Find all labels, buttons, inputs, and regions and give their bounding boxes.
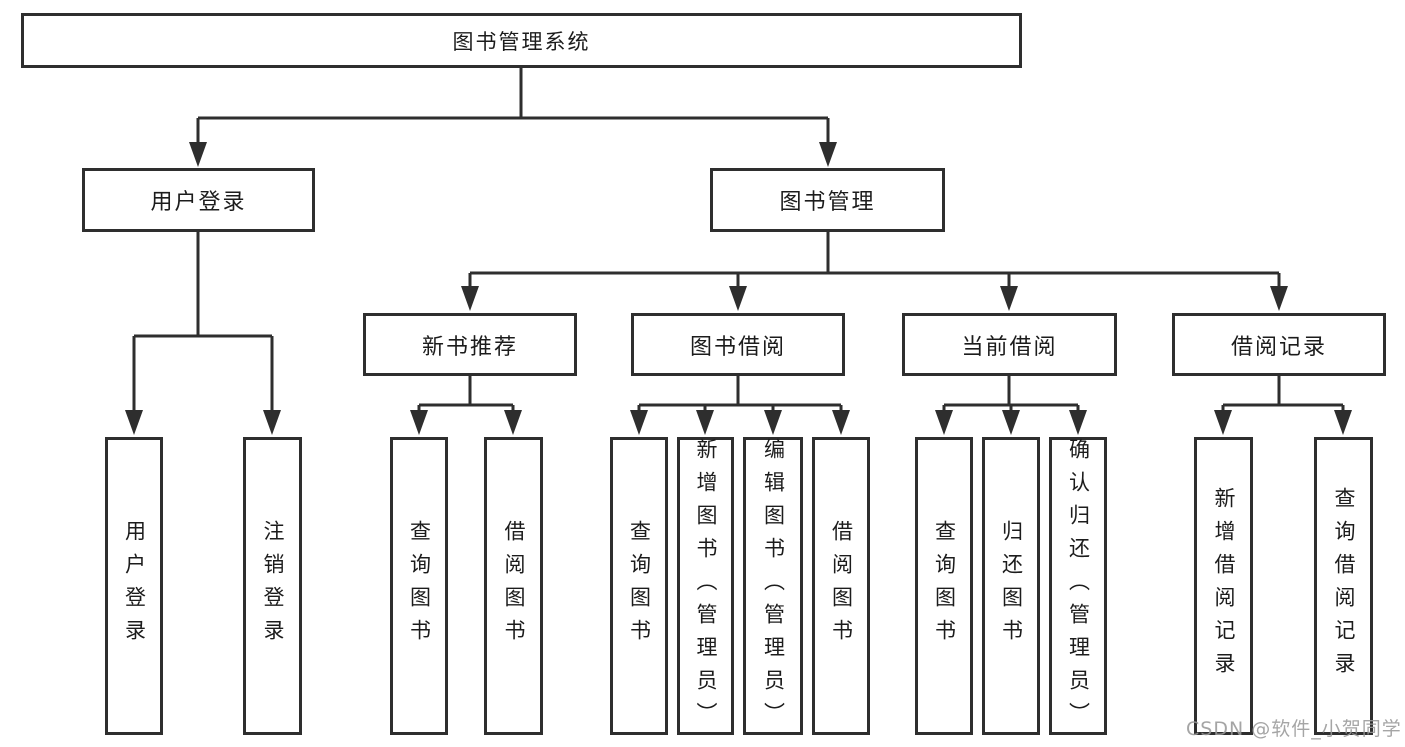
leaf-label: 归还图书 <box>999 520 1024 652</box>
leaf-label: 编辑图书（管理员） <box>761 437 786 735</box>
node-user-login: 用户登录 <box>82 168 315 232</box>
leaf-current-confirm-return-admin: 确认归还（管理员） <box>1049 437 1107 735</box>
node-new-book-recommend: 新书推荐 <box>363 313 577 376</box>
node-borrowing-records: 借阅记录 <box>1172 313 1386 376</box>
node-label: 新书推荐 <box>421 334 518 360</box>
leaf-recommend-borrow-books: 借阅图书 <box>484 437 543 735</box>
leaf-records-add-record: 新增借阅记录 <box>1194 437 1253 735</box>
node-current-borrowing: 当前借阅 <box>902 313 1117 376</box>
leaf-borrowing-add-books-admin: 新增图书（管理员） <box>677 437 734 735</box>
node-label: 当前借阅 <box>961 334 1058 360</box>
leaf-records-query-record: 查询借阅记录 <box>1314 437 1373 735</box>
leaf-label: 查询借阅记录 <box>1332 487 1356 685</box>
node-book-management: 图书管理 <box>710 168 945 232</box>
leaf-user-login: 用户登录 <box>105 437 163 735</box>
leaf-logout: 注销登录 <box>243 437 302 735</box>
leaf-label: 新增借阅记录 <box>1212 487 1236 685</box>
node-library-management-system: 图书管理系统 <box>21 13 1022 68</box>
node-label: 借阅记录 <box>1230 334 1327 360</box>
csdn-watermark: CSDN @软件_小贺同学 <box>1186 718 1402 740</box>
leaf-label: 新增图书（管理员） <box>694 437 718 735</box>
leaf-borrowing-borrow-books: 借阅图书 <box>812 437 870 735</box>
leaf-label: 查询图书 <box>627 520 652 652</box>
leaf-label: 查询图书 <box>407 520 432 652</box>
leaf-label: 注销登录 <box>261 520 285 652</box>
node-label: 图书管理 <box>779 190 876 215</box>
node-label: 图书管理系统 <box>452 29 591 54</box>
leaf-label: 借阅图书 <box>502 520 526 652</box>
node-book-borrowing: 图书借阅 <box>631 313 845 376</box>
leaf-label: 查询图书 <box>932 520 957 652</box>
leaf-label: 借阅图书 <box>829 520 854 652</box>
leaf-current-return-books: 归还图书 <box>982 437 1040 735</box>
leaf-recommend-query-books: 查询图书 <box>390 437 448 735</box>
leaf-borrowing-query-books: 查询图书 <box>610 437 668 735</box>
node-label: 用户登录 <box>150 190 247 215</box>
leaf-current-query-books: 查询图书 <box>915 437 973 735</box>
leaf-borrowing-edit-books-admin: 编辑图书（管理员） <box>743 437 803 735</box>
leaf-label: 用户登录 <box>122 520 147 652</box>
leaf-label: 确认归还（管理员） <box>1066 437 1091 735</box>
node-label: 图书借阅 <box>689 334 786 360</box>
